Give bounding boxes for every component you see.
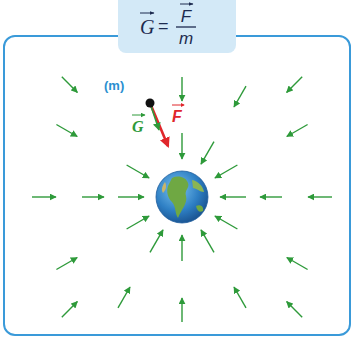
vector-overline <box>140 13 154 14</box>
force-symbol: F <box>181 7 191 27</box>
mass-point <box>146 99 155 108</box>
field-arrows <box>32 77 332 322</box>
field-frame: (m) G F <box>3 35 351 336</box>
mass-symbol: m <box>179 29 193 49</box>
vector-overline <box>172 105 184 106</box>
field-label: G <box>132 118 144 136</box>
vector-overline <box>132 115 145 116</box>
formula-box: G= Fm <box>118 0 236 53</box>
mass-vectors <box>132 99 184 147</box>
formula-marks <box>118 0 236 50</box>
mass-label: (m) <box>104 78 124 93</box>
earth <box>156 171 208 223</box>
force-label: F <box>172 108 182 126</box>
equals-sign: = <box>158 16 169 37</box>
vector-overline <box>180 4 193 5</box>
fraction-bar <box>176 26 196 27</box>
force-vector <box>150 103 168 146</box>
field-symbol: G <box>140 16 154 39</box>
